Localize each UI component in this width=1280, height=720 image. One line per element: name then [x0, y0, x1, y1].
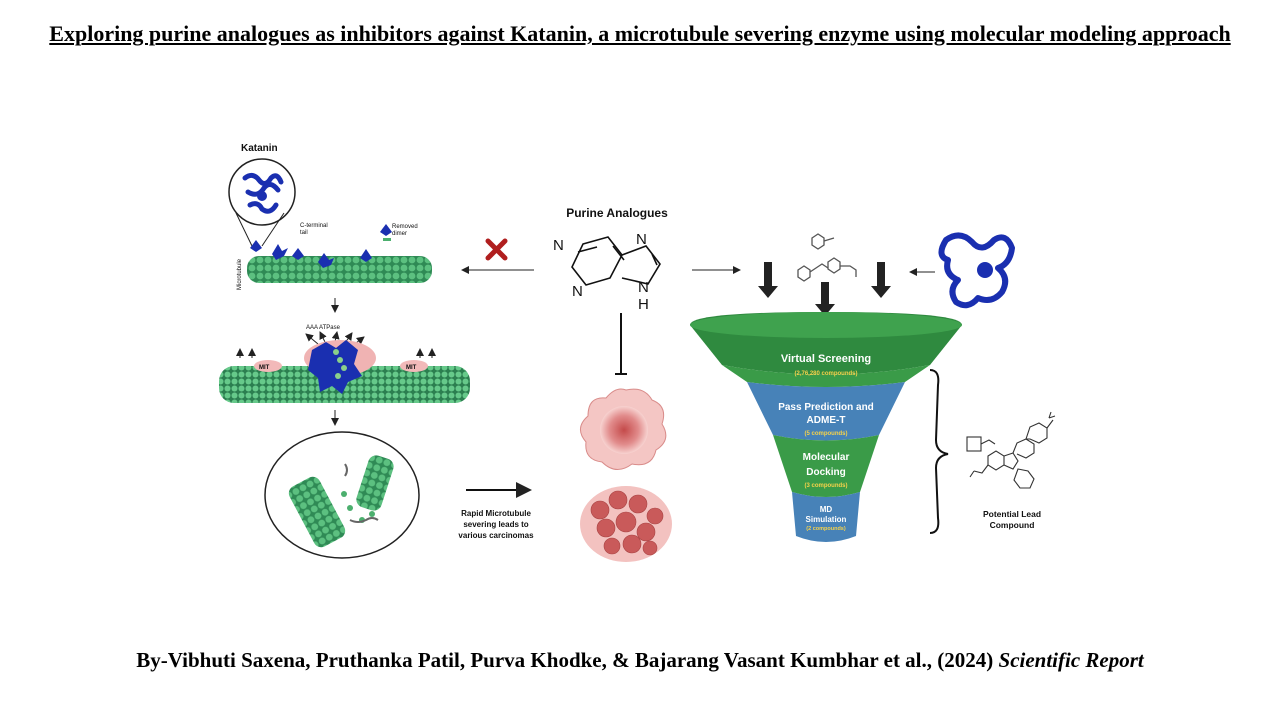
journal-name: Scientific Report: [998, 648, 1144, 672]
severing-label-2: severing leads to: [463, 520, 528, 529]
zoom-line-right: [261, 212, 285, 247]
lead-compound-structure: [966, 411, 1056, 489]
purine-atom-n1: N: [553, 237, 564, 254]
purine-label: Purine Analogues: [566, 206, 668, 220]
mit-right: [400, 360, 428, 372]
mit-left-label: MIT: [259, 365, 270, 371]
stage-4-count: (2 compounds): [806, 526, 846, 532]
stage-2-title: Pass Prediction and: [778, 402, 874, 413]
zoom-line-left: [235, 212, 253, 247]
funnel-stage-4: [792, 492, 860, 542]
removed-dimer-label: dimer: [392, 231, 407, 237]
stage-3-count: (3 compounds): [805, 483, 848, 489]
mit-left: [254, 360, 282, 372]
stage-4-subtitle: Simulation: [806, 515, 847, 524]
c-terminal-label: C-terminal: [300, 223, 328, 229]
funnel-stage-3: [773, 435, 879, 497]
down-arrow-icons: [758, 262, 891, 316]
stage-3-title: Molecular: [803, 452, 850, 463]
stage-2-subtitle: ADME-T: [807, 415, 846, 426]
katanin-protein-icon: [938, 232, 1015, 309]
tumor-cluster-icon: [580, 486, 672, 562]
microtubule-top: [247, 256, 432, 283]
purine-atom-n3: N: [572, 283, 583, 300]
katanin-binding-icons: [250, 224, 392, 268]
funnel-stage-2: [747, 382, 905, 441]
severing-label-1: Rapid Microtubule: [461, 509, 531, 518]
stage-1-count: (2,76,280 compounds): [794, 371, 857, 377]
inhibition-cross-icon: [485, 238, 508, 261]
lead-label-1: Potential Lead: [983, 509, 1041, 519]
funnel-bracket: [929, 369, 949, 534]
funnel-stage-1: [722, 365, 930, 387]
c-terminal-tail-label: tail: [300, 230, 308, 236]
screening-funnel: [690, 312, 962, 542]
severed-segment-1: [288, 476, 346, 548]
purine-structure: [571, 236, 661, 286]
page-title: Exploring purine analogues as inhibitors…: [49, 21, 1231, 46]
removed-label: Removed: [392, 224, 418, 230]
katanin-hexamer-icon: [308, 340, 362, 394]
cancer-cell-icon: [580, 388, 667, 470]
stage-3-subtitle: Docking: [806, 467, 845, 478]
mit-right-label: MIT: [406, 365, 417, 371]
stage-2-count: (5 compounds): [805, 431, 848, 437]
lead-label-2: Compound: [990, 520, 1035, 530]
purine-atom-h: H: [638, 296, 649, 313]
katanin-label: Katanin: [241, 143, 278, 154]
purine-atom-n7: N: [636, 231, 647, 248]
aaa-atpase-label: AAA ATPase: [306, 325, 341, 331]
katanin-structure-icon: [242, 172, 284, 214]
stage-1-title: Virtual Screening: [781, 353, 871, 365]
ligand-library-icon: [797, 233, 857, 282]
microtubule-label: Microtubule: [237, 258, 243, 290]
stage-4-title: MD: [820, 505, 833, 514]
authors: By-Vibhuti Saxena, Pruthanka Patil, Purv…: [136, 648, 994, 672]
author-byline: By-Vibhuti Saxena, Pruthanka Patil, Purv…: [0, 648, 1280, 673]
severed-segment-2: [356, 455, 394, 511]
severing-label-3: various carcinomas: [458, 531, 534, 540]
purine-atom-n9: N: [638, 279, 649, 296]
